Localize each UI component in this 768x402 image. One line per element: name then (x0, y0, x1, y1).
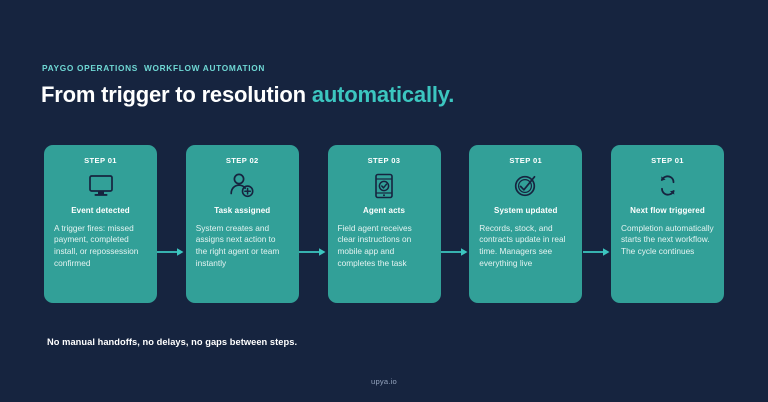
headline-main-text: From trigger to resolution (41, 82, 312, 107)
step-number-3: STEP 03 (367, 156, 401, 165)
cycle-arrows-icon (655, 172, 681, 199)
flow-arrow-3 (440, 145, 470, 303)
step-body-2: System creates and assigns next action t… (195, 222, 280, 268)
monitor-icon (88, 172, 114, 199)
brand-label: upya.io (371, 377, 397, 386)
step-body-3: Field agent receives clear instructions … (337, 222, 412, 268)
step-title-1: Event detected (71, 206, 130, 215)
step-card-3: STEP 03 Agent acts Field agent receives … (327, 145, 441, 303)
step-number-2: STEP 02 (225, 156, 259, 165)
footer-note: No manual handoffs, no delays, no gaps b… (47, 337, 298, 347)
flow-arrow-1 (157, 145, 186, 303)
flow-arrow-4 (582, 145, 611, 303)
flow-arrow-2 (299, 145, 328, 303)
step-body-4: Records, stock, and contracts update in … (479, 222, 566, 268)
eyebrow-label: PAYGO OPERATIONS WORKFLOW AUTOMATION (42, 63, 266, 73)
step-card-4: STEP 01 System updated Records, stock, a… (469, 145, 583, 303)
step-title-3: Agent acts (362, 206, 406, 215)
workflow-steps-row: STEP 01 Event detected A trigger fires: … (44, 145, 724, 303)
step-title-4: System updated (494, 206, 558, 215)
mobile-check-icon (373, 172, 395, 199)
step-card-1: STEP 01 Event detected A trigger fires: … (44, 145, 157, 303)
badge-check-icon (513, 172, 539, 199)
page-title: From trigger to resolution automatically… (41, 82, 454, 108)
step-card-2: STEP 02 Task assigned System creates and… (185, 145, 299, 303)
step-card-5: STEP 01 Next flow triggered Completion a… (611, 145, 724, 303)
step-number-4: STEP 01 (509, 156, 543, 165)
person-add-icon (229, 172, 255, 199)
step-title-5: Next flow triggered (630, 206, 705, 215)
step-body-5: Completion automatically starts the next… (621, 222, 714, 257)
step-title-2: Task assigned (214, 206, 271, 215)
step-number-1: STEP 01 (84, 156, 117, 165)
step-body-1: A trigger fires: missed payment, complet… (54, 222, 139, 268)
headline-accent-text: automatically. (311, 82, 455, 107)
step-number-5: STEP 01 (651, 156, 684, 165)
